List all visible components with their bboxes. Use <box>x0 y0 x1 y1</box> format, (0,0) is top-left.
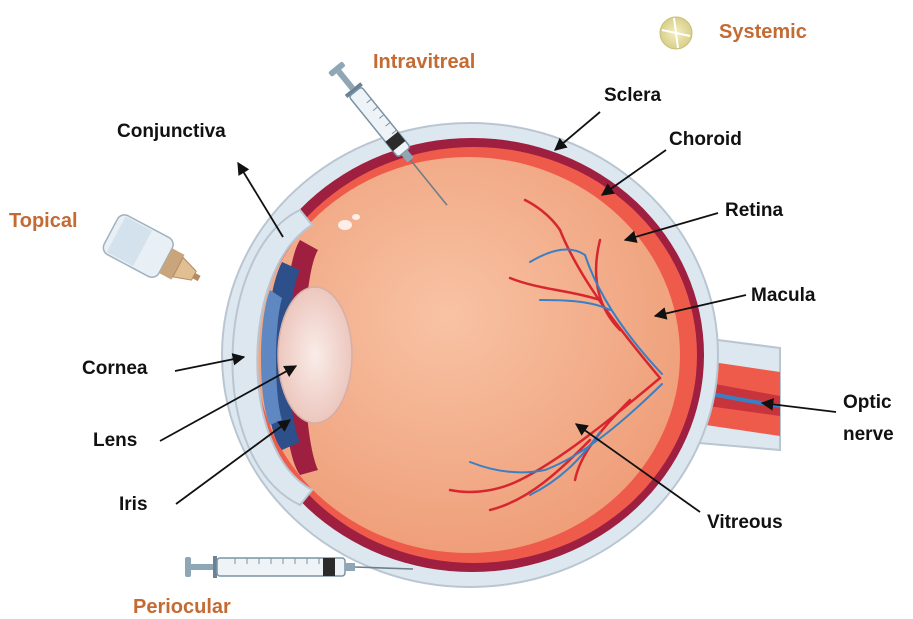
route-label-systemic: Systemic <box>719 21 807 43</box>
label-cornea: Cornea <box>82 358 147 380</box>
route-label-periocular: Periocular <box>133 596 231 618</box>
label-retina: Retina <box>725 200 783 222</box>
label-conjunctiva: Conjunctiva <box>117 121 226 143</box>
label-vitreous: Vitreous <box>707 512 783 534</box>
lens <box>278 287 352 423</box>
route-label-intravitreal: Intravitreal <box>373 51 475 73</box>
eye-drop-bottle-icon <box>101 212 210 298</box>
label-optic-nerve-line1: Optic <box>843 392 892 414</box>
label-macula: Macula <box>751 285 815 307</box>
label-optic-nerve-line2: nerve <box>843 424 894 446</box>
pill-icon <box>660 17 692 49</box>
label-lens: Lens <box>93 430 137 452</box>
route-label-topical: Topical <box>9 210 78 232</box>
label-iris: Iris <box>119 494 148 516</box>
label-sclera: Sclera <box>604 85 661 107</box>
label-choroid: Choroid <box>669 129 742 151</box>
